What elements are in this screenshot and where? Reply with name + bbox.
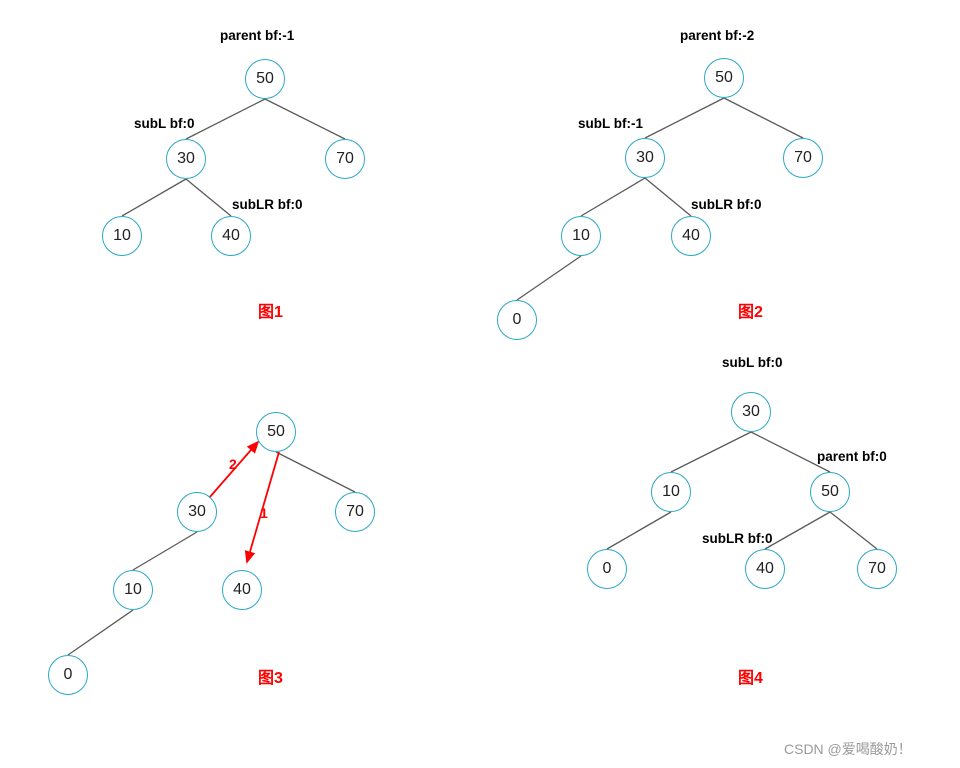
tree-edges xyxy=(67,97,878,656)
tree-edge xyxy=(723,97,804,139)
balance-factor-label: parent bf:-2 xyxy=(680,28,755,43)
tree-edge xyxy=(275,451,356,493)
tree-node: 10 xyxy=(561,216,601,256)
balance-factor-label: subLR bf:0 xyxy=(232,197,303,212)
tree-node: 0 xyxy=(587,549,627,589)
figure-caption-fig2: 图2 xyxy=(738,304,763,321)
tree-node: 40 xyxy=(671,216,711,256)
balance-factor-label: parent bf:-1 xyxy=(220,28,295,43)
rotation-arrow xyxy=(244,451,280,564)
tree-node: 50 xyxy=(245,59,285,99)
balance-factor-label: subLR bf:0 xyxy=(691,197,762,212)
tree-node: 10 xyxy=(651,472,691,512)
watermark-text: CSDN @爱喝酸奶！ xyxy=(784,741,912,757)
tree-node: 50 xyxy=(256,412,296,452)
balance-factor-label: parent bf:0 xyxy=(817,449,887,464)
tree-edge xyxy=(644,97,725,139)
tree-node: 30 xyxy=(177,492,217,532)
tree-edge xyxy=(750,431,831,473)
tree-node: 40 xyxy=(745,549,785,589)
tree-edge xyxy=(185,98,266,140)
tree-edge xyxy=(670,431,752,473)
tree-node: 30 xyxy=(625,138,665,178)
tree-node: 10 xyxy=(113,570,153,610)
figure-caption-fig1: 图1 xyxy=(258,304,283,321)
tree-edge xyxy=(264,98,346,140)
figure-caption-fig4: 图4 xyxy=(738,670,763,687)
balance-factor-label: subL bf:0 xyxy=(134,116,195,131)
tree-edge xyxy=(606,511,672,550)
tree-edge xyxy=(580,177,646,217)
balance-factor-label: subLR bf:0 xyxy=(702,531,773,546)
tree-node: 50 xyxy=(704,58,744,98)
tree-node: 70 xyxy=(335,492,375,532)
tree-node: 0 xyxy=(497,300,537,340)
tree-edge xyxy=(185,178,232,217)
tree-edge xyxy=(132,531,198,571)
tree-node: 40 xyxy=(222,570,262,610)
tree-edge xyxy=(67,609,134,656)
tree-node: 0 xyxy=(48,655,88,695)
tree-node: 10 xyxy=(102,216,142,256)
tree-node: 50 xyxy=(810,472,850,512)
figure-caption-fig3: 图3 xyxy=(258,670,283,687)
rotation-arrows xyxy=(208,440,280,564)
balance-factor-label: subL bf:-1 xyxy=(578,116,643,131)
rotation-step-label: 2 xyxy=(229,456,237,472)
tree-edge xyxy=(764,511,831,550)
tree-node: 70 xyxy=(783,138,823,178)
tree-edge xyxy=(516,255,582,301)
balance-factor-label: subL bf:0 xyxy=(722,355,783,370)
tree-node: 40 xyxy=(211,216,251,256)
tree-edge xyxy=(644,177,692,217)
tree-node: 30 xyxy=(166,139,206,179)
tree-node: 70 xyxy=(325,139,365,179)
tree-edge xyxy=(829,511,878,550)
tree-edge xyxy=(121,178,187,217)
tree-node: 30 xyxy=(731,392,771,432)
rotation-step-label: 1 xyxy=(260,505,268,521)
tree-node: 70 xyxy=(857,549,897,589)
rotation-arrow xyxy=(208,440,260,499)
